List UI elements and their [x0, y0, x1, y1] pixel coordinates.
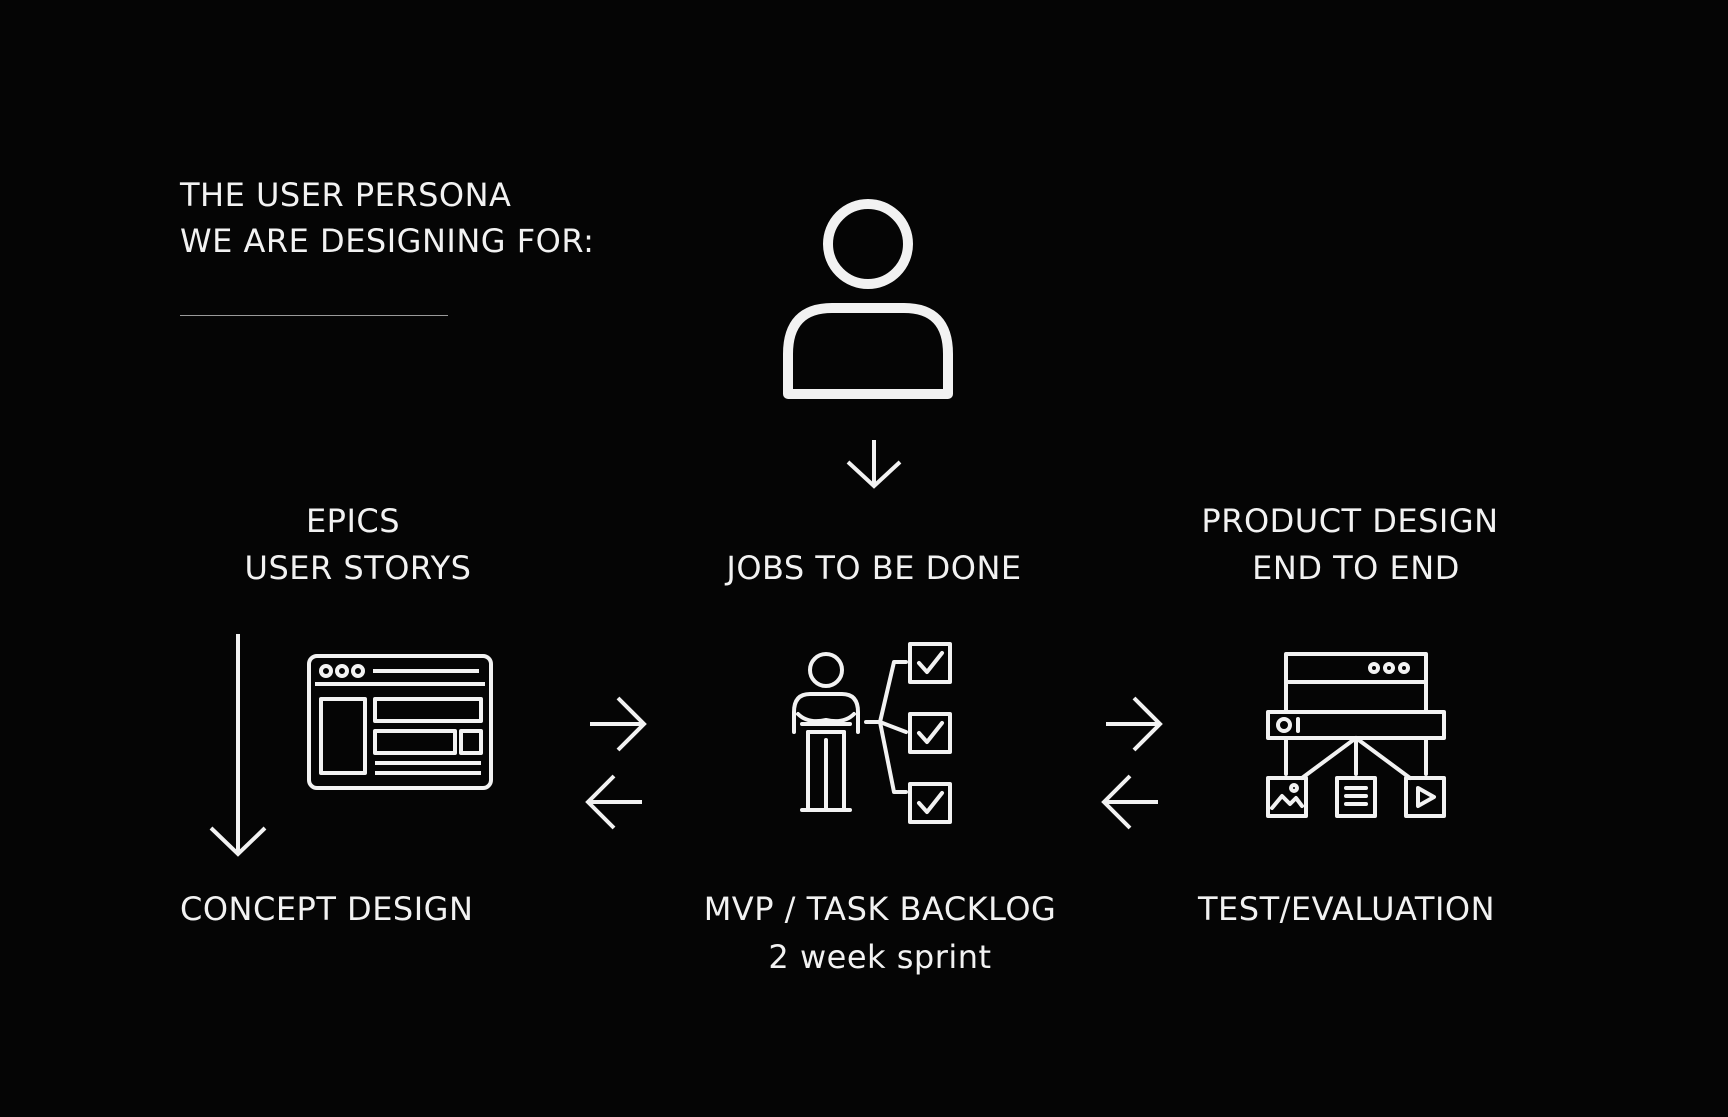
long-arrow-down-icon: [209, 634, 267, 857]
concept-design-label: CONCEPT DESIGN: [180, 890, 474, 928]
mvp-label: MVP / TASK BACKLOG: [703, 890, 1057, 928]
persona-heading-line1: THE USER PERSONA: [180, 176, 512, 214]
divider: [180, 315, 448, 316]
persona-heading-line2: WE ARE DESIGNING FOR:: [180, 222, 595, 260]
sitemap-icon: [1266, 652, 1446, 818]
product-heading-line1: PRODUCT DESIGN: [1201, 502, 1499, 540]
epics-heading-line2: USER STORYS: [244, 549, 472, 587]
test-evaluation-label: TEST/EVALUATION: [1198, 890, 1496, 928]
epics-heading-line1: EPICS: [305, 502, 401, 540]
product-heading-line2: END TO END: [1252, 549, 1460, 587]
sprint-label: 2 week sprint: [768, 938, 992, 976]
person-checklist-icon: [792, 642, 952, 824]
browser-window-icon: [307, 654, 493, 790]
jobs-heading: JOBS TO BE DONE: [726, 549, 1022, 587]
arrow-left-icon: [585, 774, 642, 830]
user-icon: [783, 199, 953, 399]
arrow-right-icon-2: [1106, 696, 1163, 752]
arrow-down-icon: [846, 440, 902, 489]
arrow-right-icon: [590, 696, 647, 752]
arrow-left-icon-2: [1101, 774, 1158, 830]
